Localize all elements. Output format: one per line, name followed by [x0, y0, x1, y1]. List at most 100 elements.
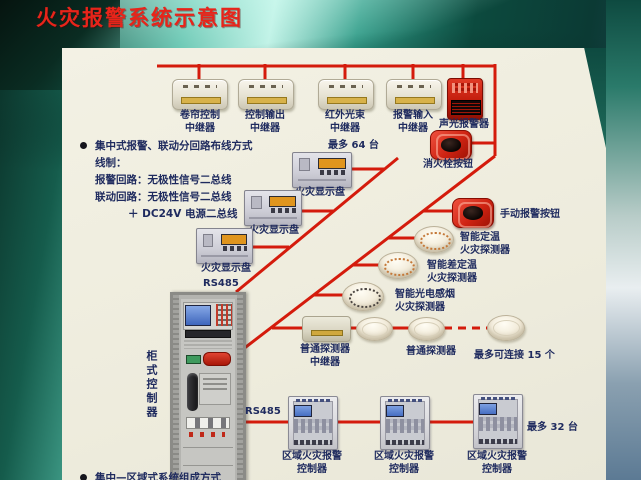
ordinary-detector-relay-label2: 中继器 [310, 357, 340, 368]
zone-controller-button-row [294, 440, 332, 445]
sound-light-alarm-label: 声光报警器 [439, 119, 489, 130]
heat-detector-fixed-label: 智能定温 [460, 232, 500, 243]
max-64-note: 最多 64 台 [328, 140, 379, 151]
zone-controller-keys [386, 419, 424, 433]
ordinary-detector-1 [356, 317, 393, 341]
note-alarm-loop: 报警回路：无极性信号二总线 [95, 174, 232, 186]
manual-call-point-device [452, 198, 494, 228]
heat-detector-rate-label2: 火灾探测器 [427, 273, 477, 284]
cabinet-rail [173, 295, 179, 480]
ordinary-detector-relay-label: 普通探测器 [300, 344, 350, 355]
note-dc24v: ＋ DC24V 电源二总线 [128, 208, 238, 220]
note-line-system: 线制： [95, 157, 127, 169]
display-seam [201, 254, 248, 257]
detector-ring [420, 231, 451, 250]
relay-infrared-beam [318, 79, 374, 110]
zone-controller-3-label2: 控制器 [482, 464, 512, 475]
ordinary-detector-label: 普通探测器 [406, 346, 456, 357]
relay-infrared-beam-label2: 中继器 [330, 123, 360, 134]
detector-ring [348, 287, 381, 308]
page-title: 火灾报警系统示意图 [36, 6, 243, 30]
zone-controller-1-label: 区域火灾报警 [282, 451, 342, 462]
note-linkage-loop: 联动回路：无极性信号二总线 [95, 191, 232, 203]
heat-detector-rate [378, 252, 418, 279]
zone-controller-button-row [479, 439, 517, 444]
relay-alarm-input [386, 79, 442, 110]
cabinet-controller [170, 292, 246, 480]
speaker-grill [451, 100, 481, 115]
cabinet-seam [183, 465, 233, 466]
relay-infrared-beam-label: 红外光束 [325, 110, 365, 121]
relay-roller-shutter-label: 卷帘控制 [180, 110, 220, 121]
relay-control-output-label: 控制输出 [245, 110, 285, 121]
smoke-detector [342, 282, 384, 311]
relay-control-output-label2: 中继器 [250, 123, 280, 134]
background-right-strip [606, 0, 641, 480]
zone-controller-title-strip [481, 397, 515, 400]
relay-alarm-input-label2: 中继器 [398, 123, 428, 134]
zone-controller-button-row [386, 440, 424, 445]
zone-controller-3 [473, 394, 523, 449]
cabinet-terminal-panel [199, 373, 231, 405]
max-15-note: 最多可连接 15 个 [474, 350, 555, 361]
zone-controller-2 [380, 396, 430, 450]
zone-controller-lcd [479, 403, 497, 415]
cabinet-red-module [203, 352, 231, 366]
fire-display-panel-2-label: 火灾显示盘 [249, 225, 299, 236]
zone-controller-title-strip [388, 399, 422, 402]
heat-detector-fixed-label2: 火灾探测器 [460, 245, 510, 256]
max-32-note: 最多 32 台 [527, 422, 578, 433]
display-seam [249, 216, 297, 219]
cabinet-vent [184, 340, 232, 349]
cabinet-controller-label: 柜式控制器 [145, 350, 158, 420]
cabinet-screen [185, 305, 211, 326]
display-side-block [298, 158, 311, 171]
note-wiring-mode: 集中式报警、联动分回路布线方式 [95, 140, 253, 152]
fire-display-panel-3 [196, 228, 253, 264]
display-seam [297, 178, 347, 181]
zone-controller-lcd [386, 405, 404, 417]
zone-controller-title-strip [296, 399, 330, 402]
fire-display-panel-3-label: 火灾显示盘 [201, 263, 251, 274]
note-system-composition: 集中—区域式系统组成方式 [95, 472, 221, 480]
zone-controller-keys [294, 419, 332, 433]
hydrant-button-device [430, 130, 472, 160]
bullet-icon [80, 142, 87, 149]
ordinary-detector-relay [302, 316, 351, 342]
heat-detector-rate-label: 智能差定温 [427, 260, 477, 271]
cabinet-key-buttons [186, 417, 230, 429]
cabinet-rail [237, 295, 243, 480]
detector-ring [361, 321, 389, 337]
cabinet-seam [183, 447, 233, 448]
zone-controller-lcd [294, 405, 312, 417]
relay-alarm-input-label: 报警输入 [393, 110, 433, 121]
display-side-block [202, 234, 214, 247]
smoke-detector-label: 智能光电感烟 [395, 289, 455, 300]
relay-roller-shutter [172, 79, 228, 110]
fire-display-panel-1-label: 火灾显示盘 [295, 187, 345, 198]
cabinet-indicator-dots [189, 432, 225, 437]
display-screen [220, 233, 248, 245]
relay-roller-shutter-label2: 中继器 [185, 123, 215, 134]
bullet-icon [80, 474, 87, 480]
detector-ring [413, 321, 441, 337]
manual-call-point-label: 手动报警按钮 [500, 209, 560, 220]
display-screen [269, 195, 296, 207]
zone-controller-1-label2: 控制器 [297, 464, 327, 475]
display-side-block [250, 196, 262, 209]
rs485-bottom-label: RS485 [245, 406, 281, 417]
ordinary-detector-3 [487, 315, 525, 341]
display-screen [318, 157, 346, 169]
fire-display-panel-1 [292, 152, 352, 188]
telephone-handset [187, 373, 198, 411]
display-buttons [271, 208, 296, 213]
cabinet-small-lcd [186, 355, 201, 364]
zone-controller-3-label: 区域火灾报警 [467, 451, 527, 462]
cabinet-inner [181, 299, 235, 480]
hydrant-button-label: 消火栓按钮 [423, 159, 473, 170]
rs485-top-label: RS485 [203, 278, 239, 289]
detector-ring [493, 320, 521, 337]
sound-light-alarm-device [447, 78, 483, 120]
ordinary-detector-2 [408, 317, 445, 341]
